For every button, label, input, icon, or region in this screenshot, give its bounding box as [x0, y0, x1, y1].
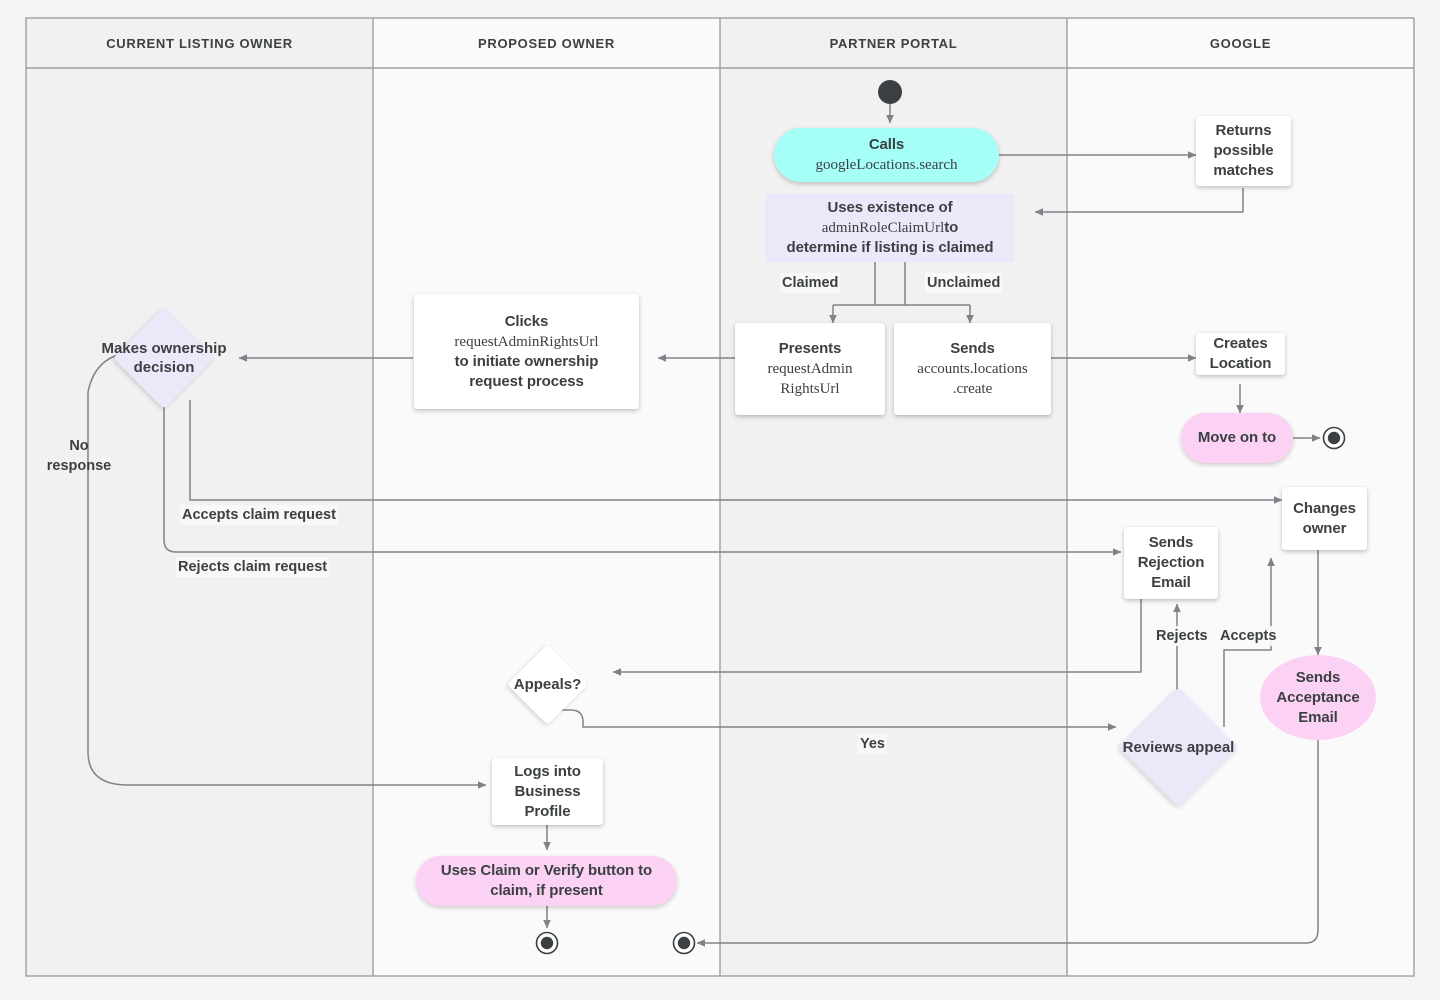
node-line-1: Calls [868, 136, 905, 153]
node-sends-acceptance-email[interactable]: Sends Acceptance Email [1260, 655, 1376, 740]
node-calls-googlelocations-search[interactable]: Calls googleLocations.search [774, 128, 999, 182]
node-line-2: requestAdmin [767, 361, 853, 377]
lane-header-google: GOOGLE [1067, 18, 1414, 68]
node-line-2: claim, if present [490, 882, 603, 899]
node-makes-ownership-decision[interactable]: Makes ownership decision [101, 307, 227, 409]
lane-header-label: GOOGLE [1209, 35, 1272, 51]
node-line-1: Uses existence of [827, 199, 953, 216]
end-node-proposed-owner [535, 931, 559, 955]
start-node [878, 80, 902, 104]
node-returns-possible-matches[interactable]: Returns possible matches [1196, 116, 1291, 186]
node-label: Logs into Business Profile [514, 762, 581, 820]
node-line-3: RightsUrl [780, 381, 840, 397]
edge-label-yes: Yes [858, 734, 887, 754]
lane-header-current-listing-owner: CURRENT LISTING OWNER [26, 18, 373, 68]
edge-label-rejects: Rejects [1154, 626, 1210, 646]
node-uses-existence-of-adminroleclaimurl[interactable]: Uses existence of adminRoleClaimUrlto de… [765, 194, 1015, 262]
node-uses-claim-or-verify-button[interactable]: Uses Claim or Verify button to claim, if… [416, 856, 677, 906]
node-label: Reviews appeal [1122, 739, 1235, 756]
node-line-1: Sends [950, 340, 995, 357]
node-changes-owner[interactable]: Changes owner [1282, 487, 1367, 550]
node-sends-rejection-email[interactable]: Sends Rejection Email [1124, 527, 1218, 599]
node-label: Returns possible matches [1213, 122, 1274, 179]
node-label: Move on to [1197, 429, 1277, 446]
node-line-4: determine if listing is claimed [786, 239, 994, 256]
node-creates-location[interactable]: Creates Location [1196, 333, 1285, 375]
node-move-on-to[interactable]: Move on to [1181, 413, 1293, 463]
node-label: Makes ownership decision [101, 340, 227, 376]
lane-header-label: PROPOSED OWNER [478, 35, 615, 51]
edge-label-claimed: Claimed [780, 273, 841, 293]
node-reviews-appeal[interactable]: Reviews appeal [1118, 687, 1239, 808]
node-line-3: to [944, 219, 959, 236]
lane-header-proposed-owner: PROPOSED OWNER [373, 18, 720, 68]
lane-header-partner-portal: PARTNER PORTAL [720, 18, 1067, 68]
node-line-2: adminRoleClaimUrl [821, 220, 945, 236]
node-sends-accounts-locations-create[interactable]: Sends accounts.locations .create [894, 323, 1051, 415]
node-appeals[interactable]: Appeals? [507, 644, 588, 725]
node-line-1: Clicks [504, 312, 549, 330]
end-node-google [1322, 426, 1346, 450]
node-presents-requestadminrightsurl[interactable]: Presents requestAdmin RightsUrl [735, 323, 885, 415]
end-node-partner-portal [672, 931, 696, 955]
node-line-3: .create [952, 381, 993, 397]
lane-header-label: PARTNER PORTAL [829, 35, 958, 51]
node-line-2: googleLocations.search [815, 157, 958, 173]
edge-label-accepts-claim-request: Accepts claim request [180, 505, 338, 525]
node-line-1: Uses Claim or Verify button to [440, 862, 653, 879]
lane-header-label: CURRENT LISTING OWNER [106, 35, 293, 51]
node-clicks-requestadminrightsurl[interactable]: Clicks requestAdminRightsUrl to initiate… [414, 294, 639, 409]
edge-label-accepts: Accepts [1218, 626, 1279, 646]
node-label: Creates Location [1209, 335, 1272, 372]
node-line-4: request process [469, 372, 584, 390]
node-line-2: accounts.locations [917, 361, 1028, 377]
node-label: Sends Acceptance Email [1276, 668, 1360, 726]
node-logs-into-business-profile[interactable]: Logs into Business Profile [492, 758, 603, 825]
node-label: Sends Rejection Email [1137, 534, 1205, 591]
node-line-2-row: adminRoleClaimUrlto [821, 218, 959, 238]
node-line-2: requestAdminRightsUrl [454, 333, 599, 350]
edge-label-unclaimed: Unclaimed [925, 273, 1003, 293]
node-line-1: Presents [778, 340, 842, 357]
node-label: Appeals? [513, 676, 582, 693]
node-line-3: to initiate ownership [454, 352, 599, 370]
edge-label-rejects-claim-request: Rejects claim request [176, 557, 330, 577]
node-label: Changes owner [1293, 499, 1356, 537]
